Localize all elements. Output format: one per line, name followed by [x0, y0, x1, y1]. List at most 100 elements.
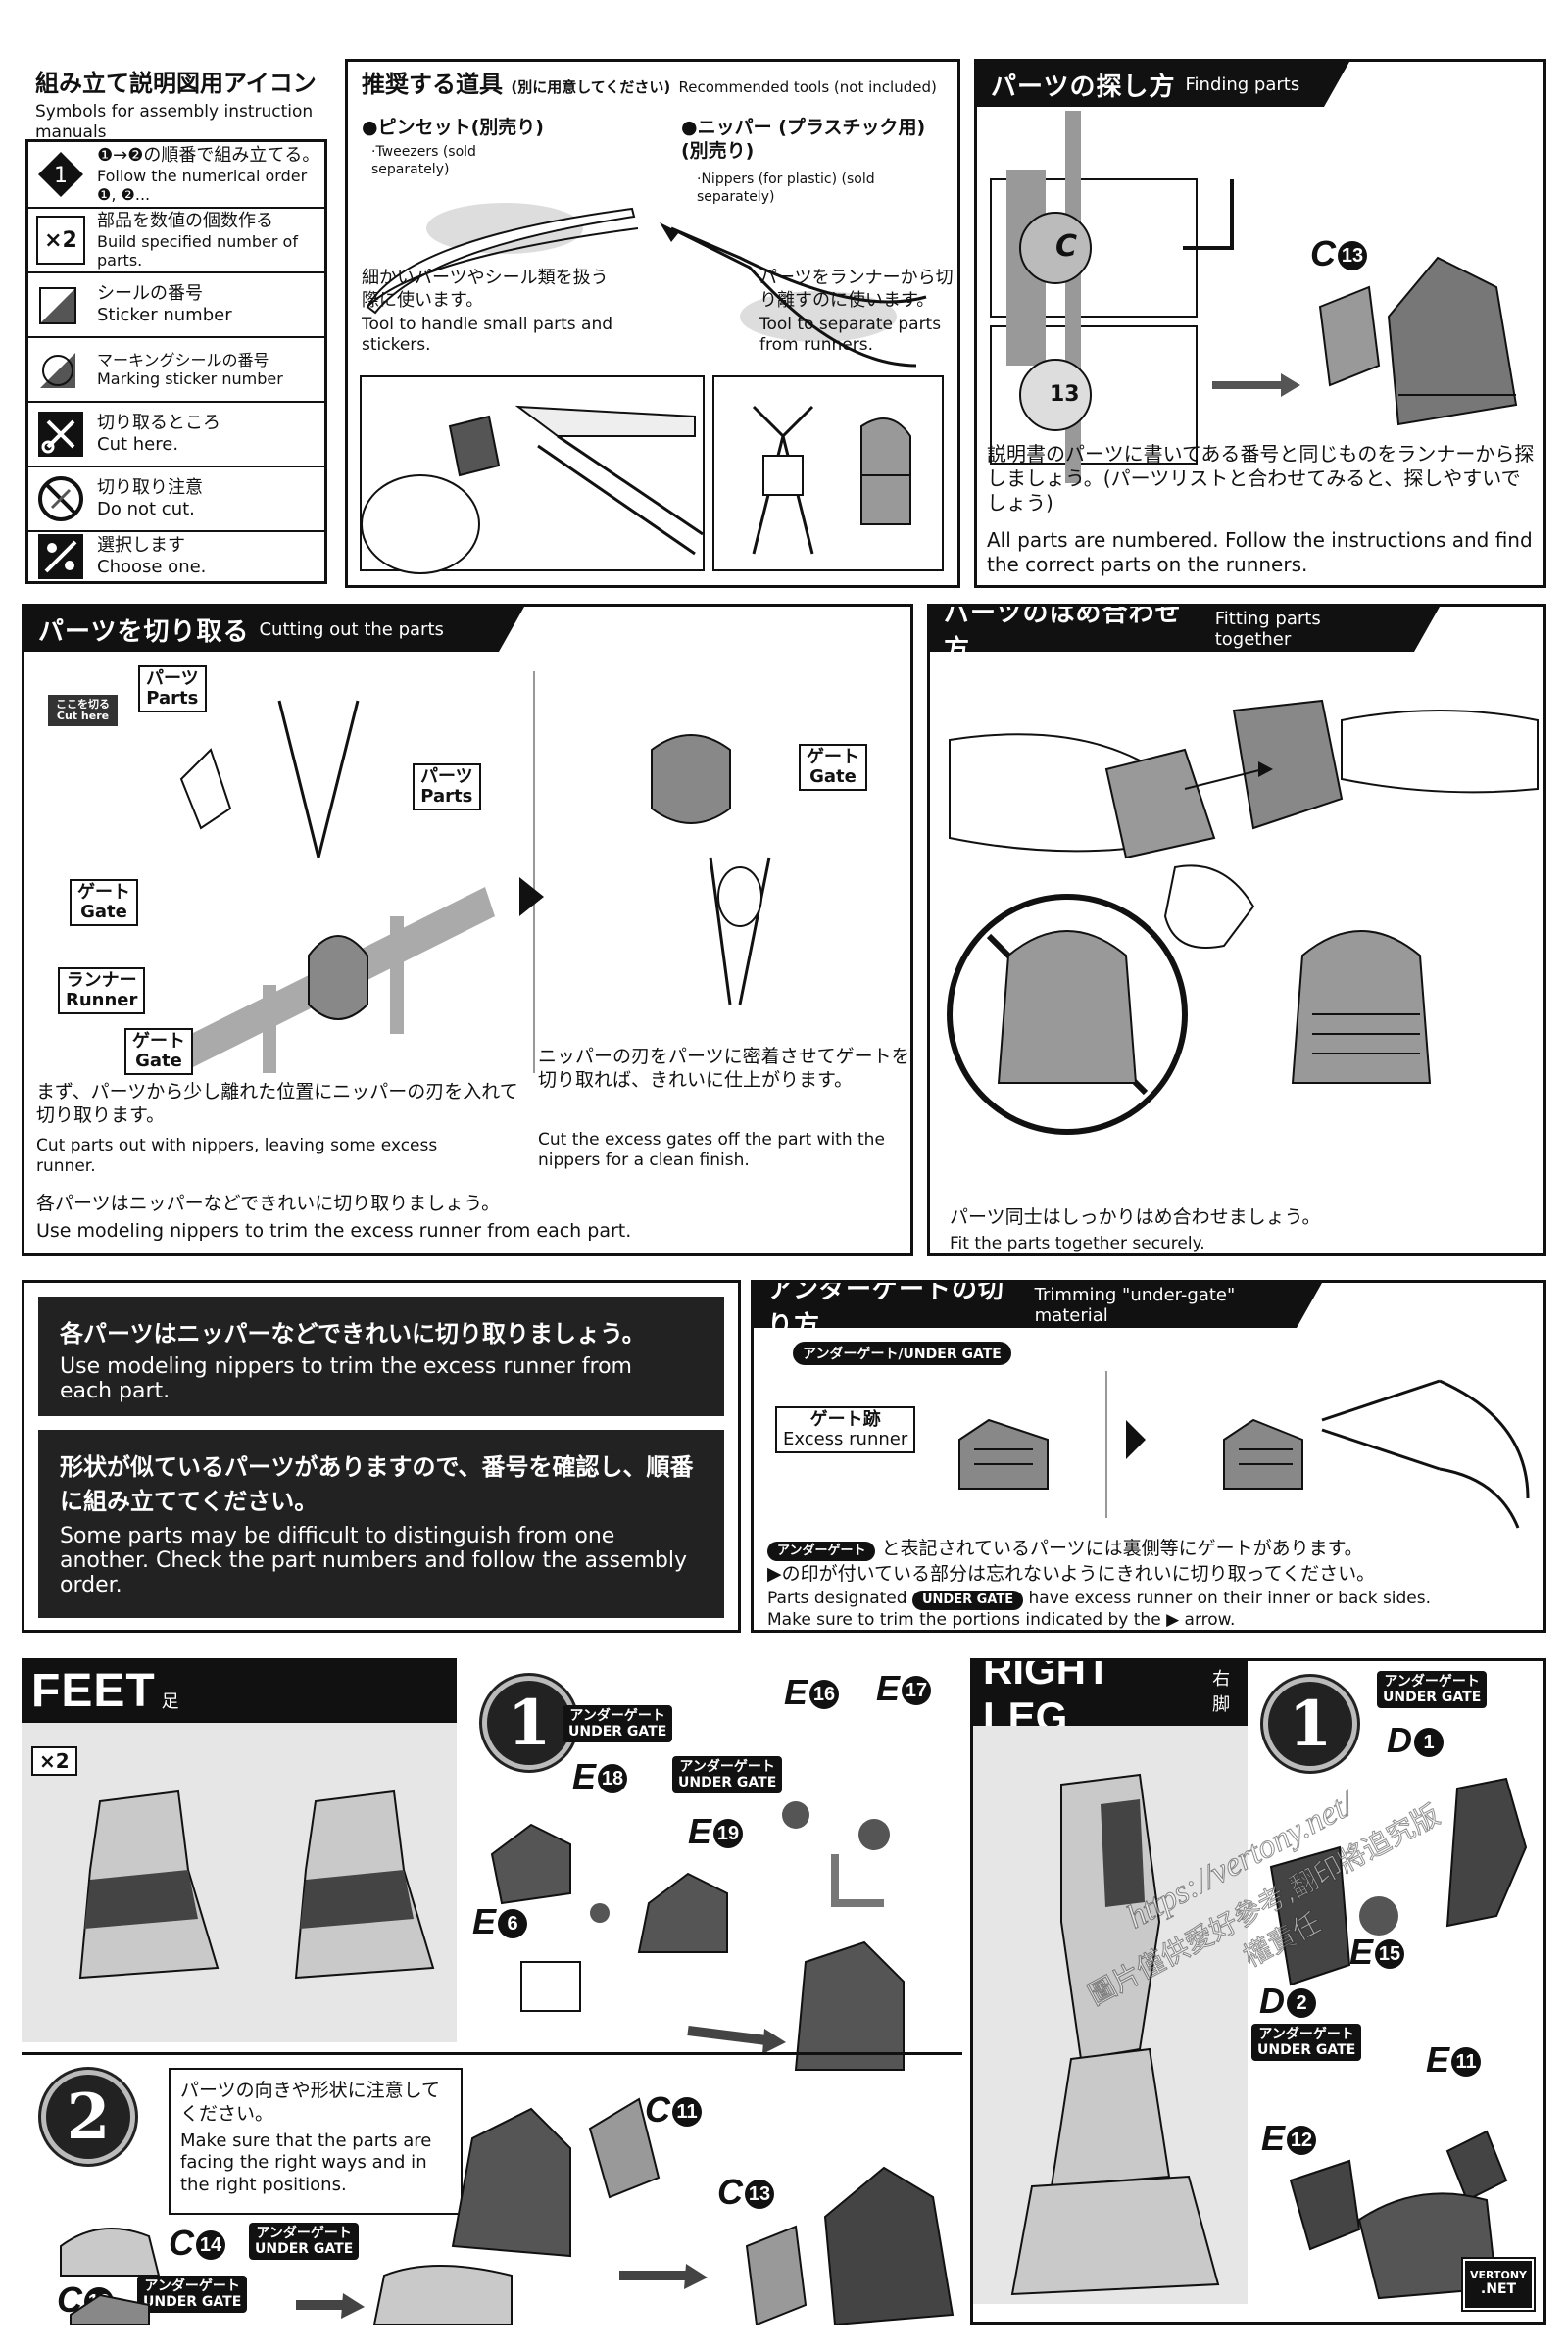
undergate-desc1: アンダーゲート と表記されているパーツには裏側等にゲートがあります。	[767, 1538, 1542, 1562]
undergate-desc-en-pill: UNDER GATE	[911, 1591, 1024, 1611]
gate-tag-2-jp: ゲート	[132, 1031, 185, 1052]
order-icon: 1	[38, 152, 83, 197]
cutting-header: パーツを切り取る Cutting out the parts	[24, 607, 524, 652]
nippers-demo-frame	[712, 375, 944, 571]
part-c13-letter: C	[717, 2172, 743, 2212]
fitting-illustration	[947, 699, 1539, 1135]
nippers-label-jp: ●ニッパー (プラスチック用)(別売り)	[681, 117, 926, 162]
count-en: Build specified number of parts.	[97, 231, 298, 270]
tools-title-note: (別に用意してください)	[511, 78, 671, 96]
part-e12-number: 12	[1287, 2126, 1317, 2156]
part-e11-number: 11	[1451, 2047, 1482, 2078]
part-e15-number: 15	[1375, 1939, 1405, 1970]
symbols-legend: 1 ❶→❷の順番で組み立てる。Follow the numerical orde…	[25, 139, 327, 584]
cut-here-en: Cut here	[56, 710, 110, 723]
feet-title: FEET	[31, 1664, 156, 1717]
undergate-title-jp: アンダーゲートの切り方	[767, 1280, 1004, 1341]
finding-title-en: Finding parts	[1185, 74, 1300, 95]
part-e16-letter: E	[784, 1672, 808, 1712]
feet-ug-c14-en: UNDER GATE	[255, 2241, 354, 2258]
excess-runner-jp: ゲート跡	[809, 1409, 881, 1430]
notices-panel: 各パーツはニッパーなどできれいに切り取りましょう。 Use modeling n…	[22, 1280, 741, 1633]
choose-jp: 選択します	[97, 535, 185, 557]
feet-step2-illustration	[60, 2097, 955, 2325]
undergate-pill: アンダーゲート/UNDER GATE	[793, 1342, 1011, 1365]
vertony-logo-bottom: .NET	[1480, 2281, 1517, 2297]
part-e16-number: 16	[809, 1680, 840, 1710]
feet-ug-c12-jp: アンダーゲート	[144, 2278, 240, 2294]
count-jp: 部品を数値の個数作る	[97, 211, 273, 232]
finding-desc-en: All parts are numbered. Follow the instr…	[987, 528, 1533, 576]
runner-tag-jp: ランナー	[66, 970, 137, 991]
notice-2: 形状が似ているパーツがありますので、番号を確認し、順番に組み立ててください。 S…	[38, 1430, 724, 1618]
notice-2-en: Some parts may be difficult to distingui…	[60, 1524, 688, 1597]
tweezers-illustration	[366, 203, 927, 368]
right-leg-ug-d2-en: UNDER GATE	[1257, 2042, 1356, 2059]
feet-preview: ×2	[22, 1723, 457, 2042]
excess-runner-tag: ゲート跡 Excess runner	[775, 1406, 916, 1453]
svg-text:1: 1	[54, 164, 68, 188]
right-leg-ug-d1-jp: アンダーゲート	[1384, 1674, 1480, 1690]
notice-2-jp: 形状が似ているパーツがありますので、番号を確認し、順番に組み立ててください。	[60, 1453, 694, 1515]
runner-illustration	[990, 111, 1518, 483]
cutting-footer-en: Use modeling nippers to trim the excess …	[36, 1220, 632, 1242]
sticker-icon	[39, 287, 76, 324]
runner-label-13: 13	[1050, 382, 1080, 407]
part-c13-letter: C	[1310, 233, 1336, 273]
part-e11-letter: E	[1426, 2039, 1450, 2080]
runner-tag-en: Runner	[66, 989, 138, 1010]
excess-runner-en: Excess runner	[783, 1428, 908, 1449]
notice-1-jp: 各パーツはニッパーなどできれいに切り取りましょう。	[60, 1320, 646, 1348]
choose-en: Choose one.	[97, 557, 207, 577]
part-d2-letter: D	[1259, 1981, 1285, 2021]
sticker-jp: シールの番号	[97, 283, 203, 305]
undergate-desc-en: Parts designated UNDER GATE have excess …	[767, 1589, 1542, 1611]
undergate-title-en: Trimming "under-gate" material	[1034, 1285, 1236, 1326]
feet-count-badge: ×2	[31, 1746, 77, 1776]
part-e19-number: 19	[713, 1819, 744, 1849]
right-leg-title-box: RIGHT LEG 右脚	[973, 1661, 1248, 1740]
part-e19-letter: E	[688, 1811, 712, 1851]
cutting-step2-jp: ニッパーの刃をパーツに密着させてゲートを切り取れば、きれいに仕上がります。	[538, 1046, 910, 1091]
part-c13-number: 13	[745, 2180, 774, 2210]
tweezers-demo-illustration	[361, 405, 704, 574]
notice-1-en: Use modeling nippers to trim the excess …	[60, 1354, 632, 1403]
notice-1: 各パーツはニッパーなどできれいに切り取りましょう。 Use modeling n…	[38, 1297, 724, 1416]
fitting-desc-jp: パーツ同士はしっかりはめ合わせましょう。	[950, 1206, 1321, 1228]
right-leg-preview-illustration	[1010, 1773, 1220, 2296]
feet-preview-illustration	[78, 1789, 435, 1980]
cut-here-jp: ここを切る	[56, 698, 110, 710]
order-en: Follow the numerical order ❶, ❷...	[97, 166, 308, 204]
undergate-desc1-jp: と表記されているパーツには裏側等にゲートがあります。	[881, 1538, 1363, 1559]
parts-tag-2-en: Parts	[420, 785, 473, 807]
nocut-jp: 切り取り注意	[97, 477, 203, 499]
scissors-icon	[38, 412, 83, 457]
vertony-logo: VERTONY .NET	[1463, 2259, 1534, 2310]
symbols-panel: 組み立て説明図用アイコン Symbols for assembly instru…	[22, 59, 333, 588]
gate-tag-2-en: Gate	[135, 1050, 182, 1071]
symbols-title-jp: 組み立て説明図用アイコン	[35, 70, 317, 97]
right-leg-ug-d2-jp: アンダーゲート	[1258, 2027, 1354, 2042]
feet-ug-e18-en: UNDER GATE	[568, 1724, 667, 1740]
count-icon: ×2	[36, 216, 85, 265]
feet-title-box: FEET 足	[22, 1658, 457, 1723]
